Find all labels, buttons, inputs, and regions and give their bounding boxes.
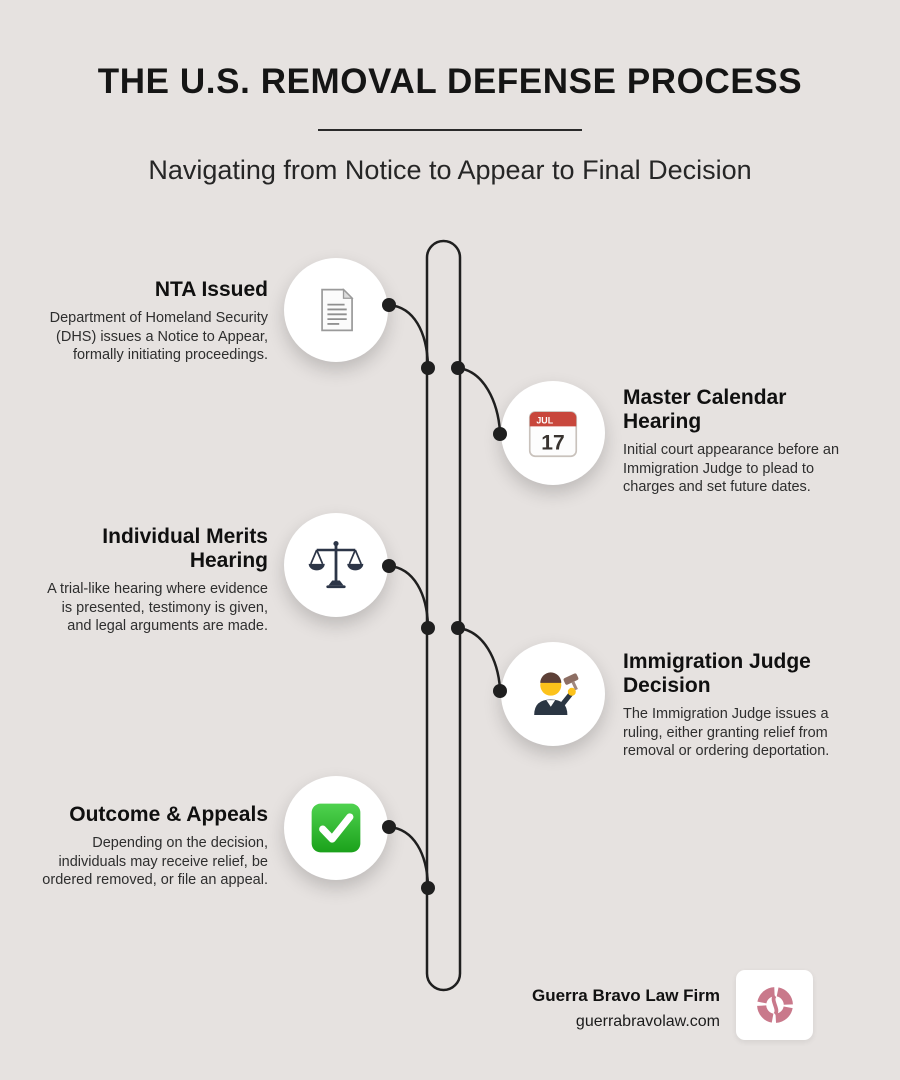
step-description: Department of Homeland Security (DHS) is…	[49, 310, 268, 364]
scales-icon	[308, 541, 364, 589]
check-icon	[311, 803, 361, 853]
firm-name: Guerra Bravo Law Firm	[531, 986, 720, 1005]
calendar-month-label: JUL	[536, 416, 553, 426]
timeline-connector	[388, 825, 430, 887]
timeline-connector	[457, 366, 502, 433]
step-icon-circle	[284, 258, 388, 362]
timeline-connector	[457, 626, 502, 690]
step-text-block: Individual Merits Hearing A trial-like h…	[38, 525, 268, 636]
firm-website: guerrabravolaw.com	[575, 1013, 720, 1030]
step-description: Initial court appearance before an Immig…	[623, 442, 840, 496]
step-text-block: NTA Issued Department of Homeland Securi…	[38, 278, 268, 365]
step-icon-circle	[284, 776, 388, 880]
page-subtitle: Navigating from Notice to Appear to Fina…	[148, 155, 752, 185]
step-description: A trial-like hearing where evidence is p…	[47, 581, 268, 635]
step-title: Master Calendar Hearing	[623, 386, 787, 434]
step-icon-circle	[501, 642, 605, 746]
timeline-connector	[388, 303, 430, 367]
calendar-day-label: 17	[541, 432, 564, 455]
title-divider	[318, 129, 582, 131]
step-title: Outcome & Appeals	[69, 803, 268, 826]
step-description: The Immigration Judge issues a ruling, e…	[623, 706, 830, 760]
document-icon	[321, 288, 354, 332]
step-text-block: Master Calendar Hearing Initial court ap…	[623, 386, 851, 497]
page-title: THE U.S. REMOVAL DEFENSE PROCESS	[97, 62, 803, 101]
step-title: Immigration Judge Decision	[623, 650, 811, 698]
firm-logo-box	[736, 970, 813, 1040]
step-text-block: Outcome & Appeals Depending on the decis…	[38, 803, 268, 890]
calendar-icon: JUL 17	[528, 411, 578, 458]
timeline-capsule	[425, 239, 462, 992]
timeline-connector	[388, 564, 430, 627]
step-icon-circle	[284, 513, 388, 617]
step-title: NTA Issued	[154, 278, 268, 301]
timeline-connectors	[388, 303, 502, 887]
step-description: Depending on the decision, individuals m…	[42, 835, 268, 889]
step-title: Individual Merits Hearing	[102, 525, 268, 573]
timeline-dots	[382, 298, 507, 895]
step-text-block: Immigration Judge Decision The Immigrati…	[623, 650, 851, 761]
judge-icon	[534, 672, 579, 716]
step-icon-circle: JUL 17	[501, 381, 605, 485]
firm-logo-icon	[756, 987, 793, 1023]
